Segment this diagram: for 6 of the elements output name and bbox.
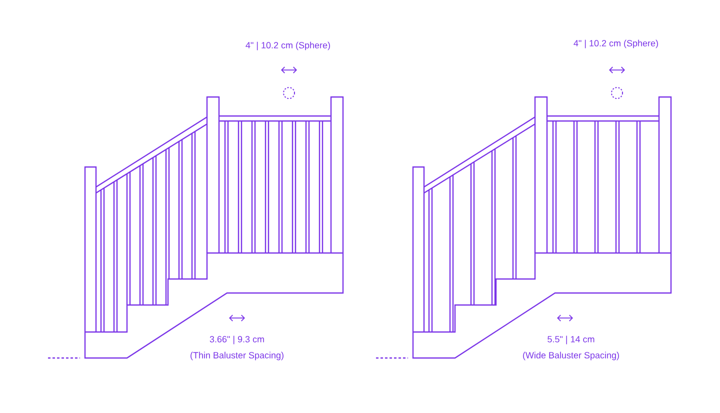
- dimension-label: 3.66" | 9.3 cm: [210, 336, 264, 344]
- dimension-label: 4" | 10.2 cm (Sphere): [246, 42, 330, 50]
- dimension-label: 5.5" | 14 cm: [548, 336, 594, 344]
- dimension-label: (Wide Baluster Spacing): [523, 352, 619, 360]
- dimension-label: 4" | 10.2 cm (Sphere): [574, 40, 658, 48]
- dimension-label: (Thin Baluster Spacing): [190, 352, 284, 360]
